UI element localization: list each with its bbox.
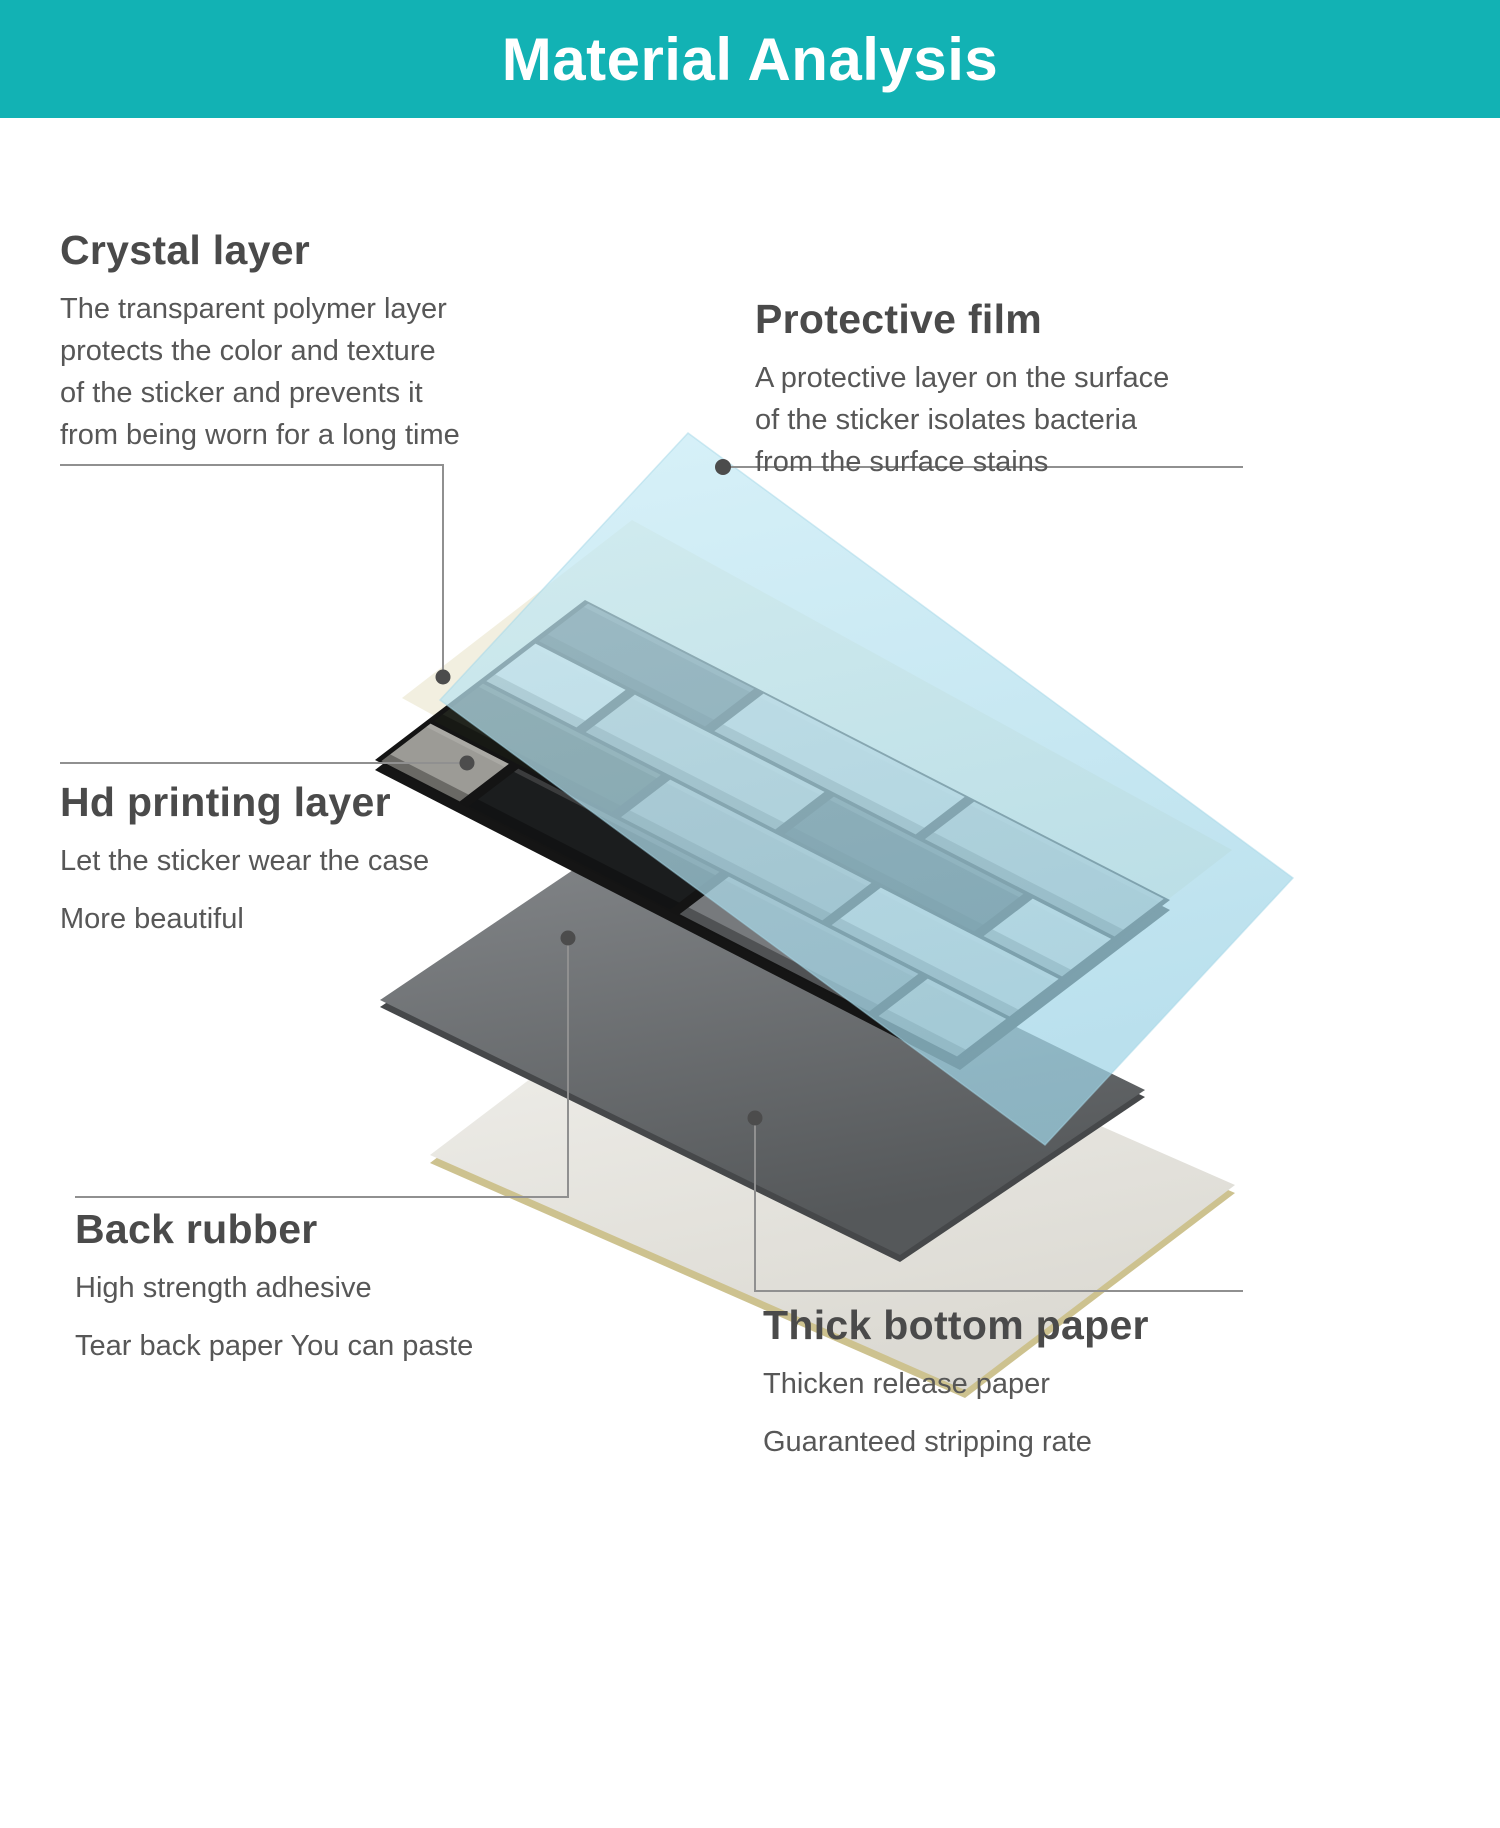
hd-printing-layer-label: Hd printing layer Let the sticker wear t… (60, 779, 430, 940)
thick-bottom-paper-description-line1: Thicken release paper (763, 1367, 1050, 1400)
page-title: Material Analysis (501, 25, 999, 93)
thick-bottom-paper-heading: Thick bottom paper (763, 1302, 1149, 1348)
crystal-layer-label: Crystal layer The transparent polymer la… (60, 227, 460, 456)
protective-film-label: Protective film A protective layer on th… (755, 296, 1170, 483)
thick-bottom-paper-anchor-dot (747, 1110, 763, 1126)
crystal-layer-anchor-dot (435, 669, 451, 685)
title-banner: Material Analysis (0, 0, 1500, 118)
hd-printing-layer-description-line1: Let the sticker wear the case (60, 844, 430, 877)
tile-brick (381, 754, 469, 802)
back-rubber-leader-line (75, 938, 569, 1198)
back-rubber-leader (75, 930, 576, 1198)
hd-printing-leader (60, 755, 475, 771)
hd-printing-anchor-dot (459, 755, 475, 771)
back-rubber-heading: Back rubber (75, 1206, 318, 1252)
crystal-layer-leader (60, 464, 451, 685)
protective-film-description: A protective layer on the surface of the… (755, 361, 1170, 478)
tile-brick (469, 799, 680, 910)
thick-bottom-paper-leader (747, 1110, 1243, 1292)
tile-brick (469, 768, 720, 910)
protective-film-anchor-dot (715, 459, 731, 475)
thick-bottom-paper-description-line2: Guaranteed stripping rate (763, 1425, 1092, 1458)
thick-bottom-paper-label: Thick bottom paper Thicken release paper… (763, 1302, 1149, 1463)
crystal-layer-heading: Crystal layer (60, 227, 311, 273)
protective-film-leader (715, 459, 1243, 475)
hd-printing-layer-description-line2: More beautiful (60, 902, 244, 935)
protective-film-heading: Protective film (755, 296, 1043, 342)
crystal-layer-leader-line (60, 464, 444, 677)
back-rubber-anchor-dot (560, 930, 576, 946)
back-rubber-label: Back rubber High strength adhesive Tear … (75, 1206, 474, 1367)
back-rubber-description-line1: High strength adhesive (75, 1271, 372, 1304)
protective-film-layer (438, 431, 1295, 1147)
tile-brick (426, 723, 509, 768)
thick-bottom-paper-leader-line (754, 1118, 1243, 1292)
back-rubber-description-line2: Tear back paper You can paste (75, 1329, 474, 1362)
hd-printing-layer-heading: Hd printing layer (60, 779, 391, 825)
crystal-layer-description: The transparent polymer layer protects t… (60, 292, 460, 452)
